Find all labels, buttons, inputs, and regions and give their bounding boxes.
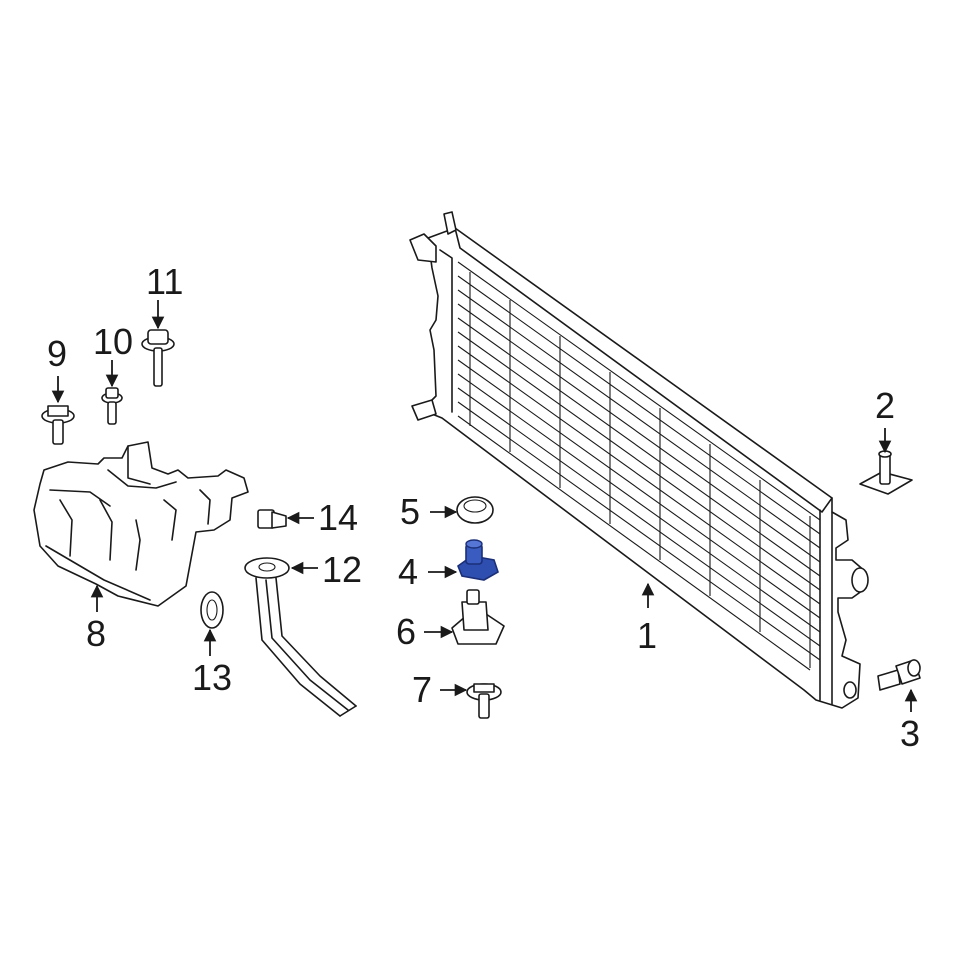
reservoir-bolt-part[interactable] bbox=[41, 405, 75, 445]
seal-ring-part[interactable] bbox=[200, 591, 224, 629]
coolant-reservoir-part[interactable] bbox=[33, 441, 249, 607]
stud-bolt-part[interactable] bbox=[141, 329, 175, 387]
flange-bolt-part[interactable] bbox=[466, 683, 502, 719]
radiator-core-fins bbox=[457, 261, 821, 671]
callout-1: 1 bbox=[637, 615, 657, 656]
callout-4: 4 bbox=[398, 551, 418, 592]
callout-3: 3 bbox=[900, 713, 920, 754]
overflow-hose-part[interactable] bbox=[244, 557, 357, 717]
callout-13: 13 bbox=[192, 657, 232, 698]
upper-bracket-bolt-part[interactable] bbox=[859, 450, 913, 495]
leader-arrows bbox=[51, 300, 918, 712]
small-bolt-part[interactable] bbox=[101, 387, 123, 425]
callout-5: 5 bbox=[400, 491, 420, 532]
callout-12: 12 bbox=[322, 549, 362, 590]
callout-9: 9 bbox=[47, 333, 67, 374]
radiator-part[interactable] bbox=[409, 211, 869, 709]
callout-6: 6 bbox=[396, 611, 416, 652]
callout-14: 14 bbox=[318, 497, 358, 538]
side-bolt-part[interactable] bbox=[877, 659, 921, 691]
lower-mount-bracket-part[interactable] bbox=[451, 589, 505, 645]
cap-washer-part[interactable] bbox=[456, 496, 494, 524]
level-sensor-part[interactable] bbox=[257, 509, 287, 529]
callout-7: 7 bbox=[412, 669, 432, 710]
callout-11: 11 bbox=[146, 261, 183, 302]
callout-8: 8 bbox=[86, 613, 106, 654]
mount-insulator-part[interactable] bbox=[457, 539, 499, 581]
callout-labels: 1 2 3 4 5 6 7 8 9 10 11 12 13 14 bbox=[47, 261, 920, 754]
callout-2: 2 bbox=[875, 385, 895, 426]
callout-10: 10 bbox=[93, 321, 133, 362]
